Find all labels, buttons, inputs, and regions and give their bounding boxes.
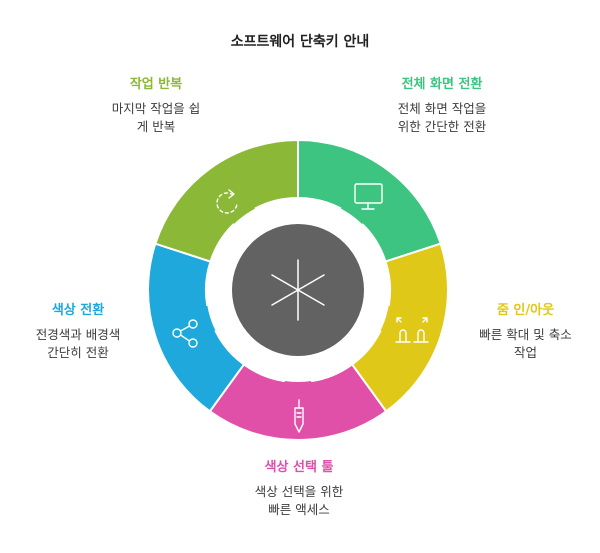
label-desc-color-swap: 전경색과 배경색 간단히 전환 [35,327,121,360]
monitor-icon [354,183,383,210]
label-title-fullscreen: 전체 화면 전환 [401,77,483,92]
share-nodes-icon [172,319,198,348]
segment-tab-color-select [285,378,311,396]
label-title-color-select: 색상 선택 툴 [264,460,334,475]
diagram-title: 소프트웨어 단축키 안내 [230,34,370,50]
label-desc-color-select: 색상 선택을 위한 빠른 액세스 [254,484,344,517]
wheel-segments [147,138,449,441]
segment-tab-repeat [225,196,257,227]
asterisk-icon [271,259,325,321]
label-title-repeat: 작업 반복 [129,77,183,92]
label-desc-zoom: 빠른 확대 및 축소 작업 [479,327,572,360]
segment-tab-fullscreen [339,196,371,227]
label-title-zoom: 줌 인/아웃 [496,303,555,318]
repeat-icon [216,189,238,214]
eyedropper-icon [294,399,304,433]
label-desc-fullscreen: 전체 화면 작업을 위한 간단한 전환 [397,101,487,134]
label-desc-repeat: 마지막 작업을 쉽 게 반복 [111,101,201,134]
pinch-zoom-icon [395,317,429,343]
label-title-color-swap: 색상 전환 [51,303,105,318]
segment-icons [172,183,429,433]
